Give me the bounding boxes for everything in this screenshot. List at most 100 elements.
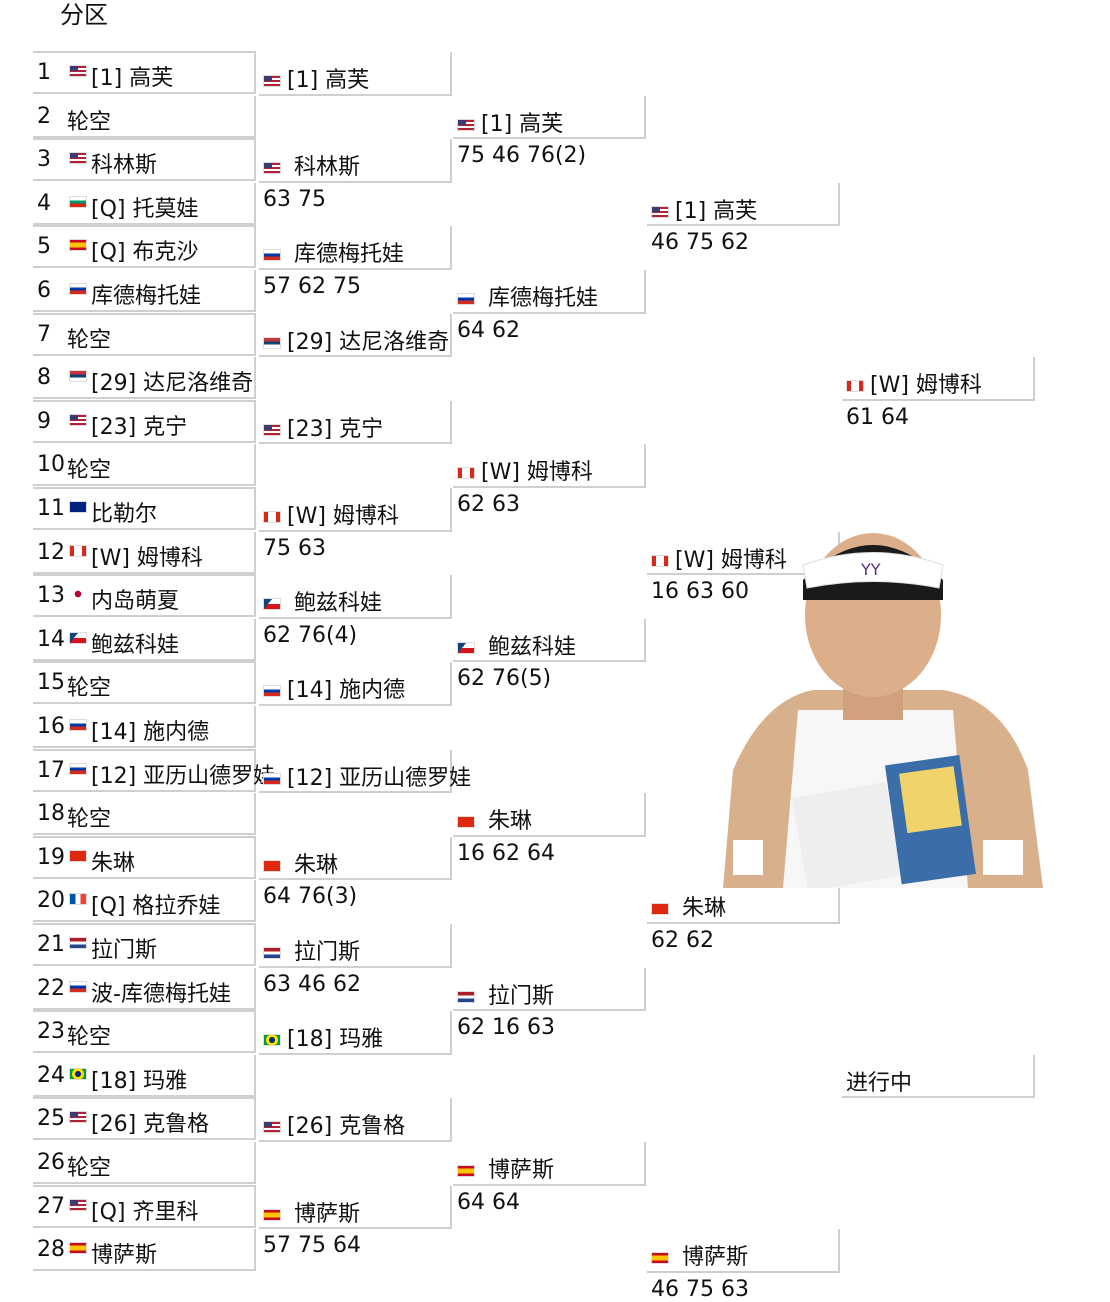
draw-slot[interactable]: 22 波-库德梅托娃 xyxy=(33,968,256,1010)
draw-slot[interactable]: 13 内岛萌夏 xyxy=(33,575,256,617)
flag-icon xyxy=(69,588,87,600)
flag-icon xyxy=(263,1209,281,1221)
draw-slot[interactable]: 28 博萨斯 xyxy=(33,1229,256,1271)
draw-slot[interactable]: 20[Q] 格拉乔娃 xyxy=(33,880,256,922)
draw-slot[interactable]: 3 科林斯 xyxy=(33,139,256,181)
flag-icon xyxy=(69,239,87,251)
seed-number: 11 xyxy=(37,496,65,521)
draw-slot[interactable]: 24[18] 玛雅 xyxy=(33,1055,256,1097)
match-round2[interactable]: [18] 玛雅 xyxy=(259,1011,452,1055)
match-winner: 库德梅托娃 xyxy=(457,280,598,312)
flag-icon xyxy=(263,598,281,610)
match-score: 75 63 xyxy=(263,536,326,561)
seed-number: 21 xyxy=(37,932,65,957)
draw-slot[interactable]: 11 比勒尔 xyxy=(33,488,256,530)
draw-slot[interactable]: 6 库德梅托娃 xyxy=(33,270,256,312)
match-round2[interactable]: [14] 施内德 xyxy=(259,662,452,706)
flag-icon xyxy=(69,1111,87,1123)
player-name: 轮空 xyxy=(67,1019,111,1051)
seed-number: 22 xyxy=(37,976,65,1001)
winner-name: 库德梅托娃 xyxy=(481,286,598,311)
draw-slot[interactable]: 27[Q] 齐里科 xyxy=(33,1186,256,1228)
draw-slot[interactable]: 17[12] 亚历山德罗娃 xyxy=(33,750,256,792)
draw-slot[interactable]: 25[26] 克鲁格 xyxy=(33,1098,256,1140)
winner-name: 进行中 xyxy=(846,1071,912,1096)
draw-slot[interactable]: 8[29] 达尼洛维奇 xyxy=(33,357,256,399)
match-round2[interactable]: [23] 克宁 xyxy=(259,401,452,445)
draw-slot[interactable]: 7 轮空 xyxy=(33,314,256,356)
winner-name: [1] 高芙 xyxy=(287,68,369,93)
flag-icon xyxy=(69,152,87,164)
draw-slot[interactable]: 4[Q] 托莫娃 xyxy=(33,183,256,225)
match-winner: 鲍兹科娃 xyxy=(263,585,382,617)
player-name: 轮空 xyxy=(67,322,111,354)
match-score: 62 76(4) xyxy=(263,623,357,648)
winner-name: 鲍兹科娃 xyxy=(287,591,382,616)
match-round5[interactable]: 进行中 xyxy=(842,1055,1035,1099)
winner-name: [W] 姆博科 xyxy=(870,373,982,398)
winner-name: [23] 克宁 xyxy=(287,417,383,442)
player-name: [Q] 布克沙 xyxy=(91,234,198,266)
flag-icon xyxy=(457,642,475,654)
flag-icon xyxy=(263,162,281,174)
match-score: 62 16 63 xyxy=(457,1015,555,1040)
flag-icon xyxy=(457,293,475,305)
seed-number: 10 xyxy=(37,452,65,477)
flag-icon xyxy=(69,414,87,426)
match-score: 64 62 xyxy=(457,318,520,343)
match-score: 63 75 xyxy=(263,187,326,212)
seed-number: 6 xyxy=(37,278,51,303)
draw-slot[interactable]: 21 拉门斯 xyxy=(33,924,256,966)
flag-icon xyxy=(69,763,87,775)
seed-number: 7 xyxy=(37,322,51,347)
draw-slot[interactable]: 5[Q] 布克沙 xyxy=(33,226,256,268)
seed-number: 26 xyxy=(37,1150,65,1175)
match-score: 64 76(3) xyxy=(263,884,357,909)
player-name: 朱琳 xyxy=(91,845,135,877)
winner-name: 朱琳 xyxy=(481,809,532,834)
flag-icon xyxy=(69,719,87,731)
draw-slot[interactable]: 9[23] 克宁 xyxy=(33,401,256,443)
flag-icon xyxy=(457,991,475,1003)
match-round2[interactable]: [26] 克鲁格 xyxy=(259,1098,452,1142)
seed-number: 24 xyxy=(37,1063,65,1088)
seed-number: 8 xyxy=(37,365,51,390)
draw-slot[interactable]: 1[1] 高芙 xyxy=(33,52,256,94)
match-winner: [14] 施内德 xyxy=(263,672,405,704)
seed-number: 16 xyxy=(37,714,65,739)
match-winner: 鲍兹科娃 xyxy=(457,629,576,661)
draw-slot[interactable]: 14 鲍兹科娃 xyxy=(33,619,256,661)
match-round2[interactable]: [1] 高芙 xyxy=(259,52,452,96)
player-name: 比勒尔 xyxy=(91,496,157,528)
draw-slot[interactable]: 12[W] 姆博科 xyxy=(33,532,256,574)
flag-icon xyxy=(651,903,669,915)
seed-number: 23 xyxy=(37,1019,65,1044)
draw-slot[interactable]: 19 朱琳 xyxy=(33,837,256,879)
match-round2[interactable]: [29] 达尼洛维奇 xyxy=(259,314,452,358)
match-round2[interactable]: [12] 亚历山德罗娃 xyxy=(259,750,452,794)
draw-slot[interactable]: 16[14] 施内德 xyxy=(33,706,256,748)
